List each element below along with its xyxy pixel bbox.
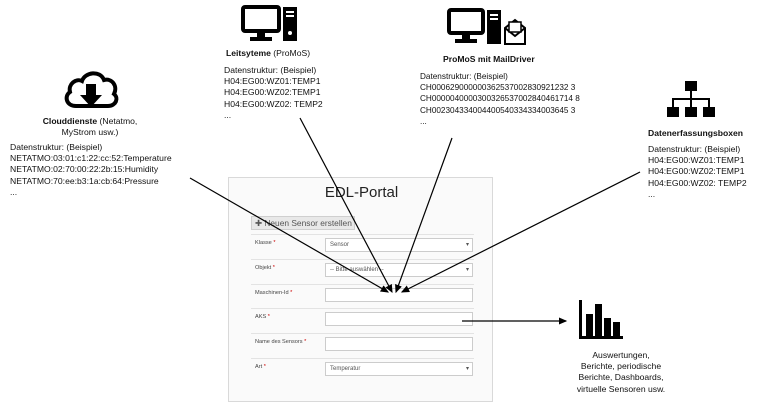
form-row: Art * Temperatur ▾	[251, 358, 474, 381]
form-row-label: Name des Sensors *	[255, 339, 306, 345]
form-row: Klasse * Sensor ▾	[251, 234, 474, 257]
auswertungen-text: Auswertungen, Berichte, periodische Beri…	[576, 350, 666, 394]
arrow-promos-mail	[395, 137, 453, 294]
clouddienste-title-bold: Clouddienste	[42, 116, 98, 126]
form-field-value: Temperatur	[330, 366, 361, 372]
form-input[interactable]	[325, 337, 473, 351]
leitsysteme-structure: Datenstruktur: (Beispiel) H04:EG00:WZ01:…	[224, 65, 323, 120]
new-sensor-button[interactable]: ✚ Neuen Sensor erstellen	[251, 216, 355, 230]
form-row: Objekt * -- Bitte auswählen -- ▾	[251, 259, 474, 282]
promos-mail-structure: Datenstruktur: (Beispiel) CH000629000000…	[420, 72, 580, 126]
form-row-label: Maschinen-Id *	[255, 290, 292, 296]
form-field-value: -- Bitte auswählen --	[330, 267, 384, 273]
required-mark: *	[290, 290, 293, 296]
datenerfassung-structure: Datenstruktur: (Beispiel) H04:EG00:WZ01:…	[648, 144, 747, 199]
form-row-label-text: Maschinen-Id	[255, 290, 289, 296]
clouddienste-title-line2: MyStrom usw.)	[61, 127, 119, 137]
form-row-label-text: Art	[255, 364, 263, 370]
form-row-label: Art *	[255, 364, 266, 370]
form-field-value: Sensor	[330, 242, 350, 248]
form-row-label-text: Klasse	[255, 240, 272, 246]
arrow-datenerfassung	[400, 171, 641, 293]
leitsysteme-title-bold: Leitsyteme	[226, 48, 271, 58]
clouddienste-title: Clouddienste (Netatmo, MyStrom usw.)	[30, 116, 150, 138]
form-row-label-text: AKS	[255, 314, 267, 320]
datenerfassung-title: Datenerfassungsboxen	[648, 128, 744, 138]
required-mark: *	[267, 314, 270, 320]
form-select[interactable]: Sensor ▾	[325, 238, 473, 252]
required-mark: *	[304, 339, 307, 345]
required-mark: *	[272, 265, 275, 271]
form-select[interactable]: Temperatur ▾	[325, 362, 473, 376]
leitsysteme-title: Leitsyteme (ProMoS)	[226, 48, 310, 59]
form-input[interactable]	[325, 312, 473, 326]
chevron-down-icon: ▾	[465, 366, 469, 372]
portal-title: EDL-Portal	[324, 184, 399, 201]
bar-chart-icon	[579, 300, 623, 339]
computer-icon	[241, 5, 297, 41]
required-mark: *	[273, 240, 276, 246]
clouddienste-title-rest: (Netatmo,	[97, 116, 138, 126]
cloud-download-icon	[64, 71, 119, 108]
chevron-down-icon: ▾	[465, 242, 469, 248]
form-row-label: AKS *	[255, 314, 270, 320]
promos-mail-title: ProMoS mit MailDriver	[443, 54, 535, 64]
network-hierarchy-icon	[667, 81, 715, 117]
form-select[interactable]: -- Bitte auswählen -- ▾	[325, 263, 473, 277]
form-row-label-text: Objekt	[255, 265, 272, 271]
leitsysteme-title-rest: (ProMoS)	[270, 48, 311, 58]
required-mark: *	[263, 364, 266, 370]
form-row-label: Klasse *	[255, 240, 276, 246]
form-row-label-text: Name des Sensors	[255, 339, 303, 345]
chevron-down-icon: ▾	[465, 267, 469, 273]
clouddienste-structure: Datenstruktur: (Beispiel) NETATMO:03:01:…	[10, 142, 172, 197]
arrow-leitsysteme	[299, 117, 393, 294]
form-row: Name des Sensors *	[251, 333, 474, 356]
computer-mail-icon	[447, 8, 526, 45]
form-row-label: Objekt *	[255, 265, 275, 271]
form-row: AKS *	[251, 308, 474, 331]
edl-portal-form: EDL-Portal ✚ Neuen Sensor erstellen Klas…	[228, 177, 493, 402]
arrow-clouddienste	[189, 177, 390, 293]
